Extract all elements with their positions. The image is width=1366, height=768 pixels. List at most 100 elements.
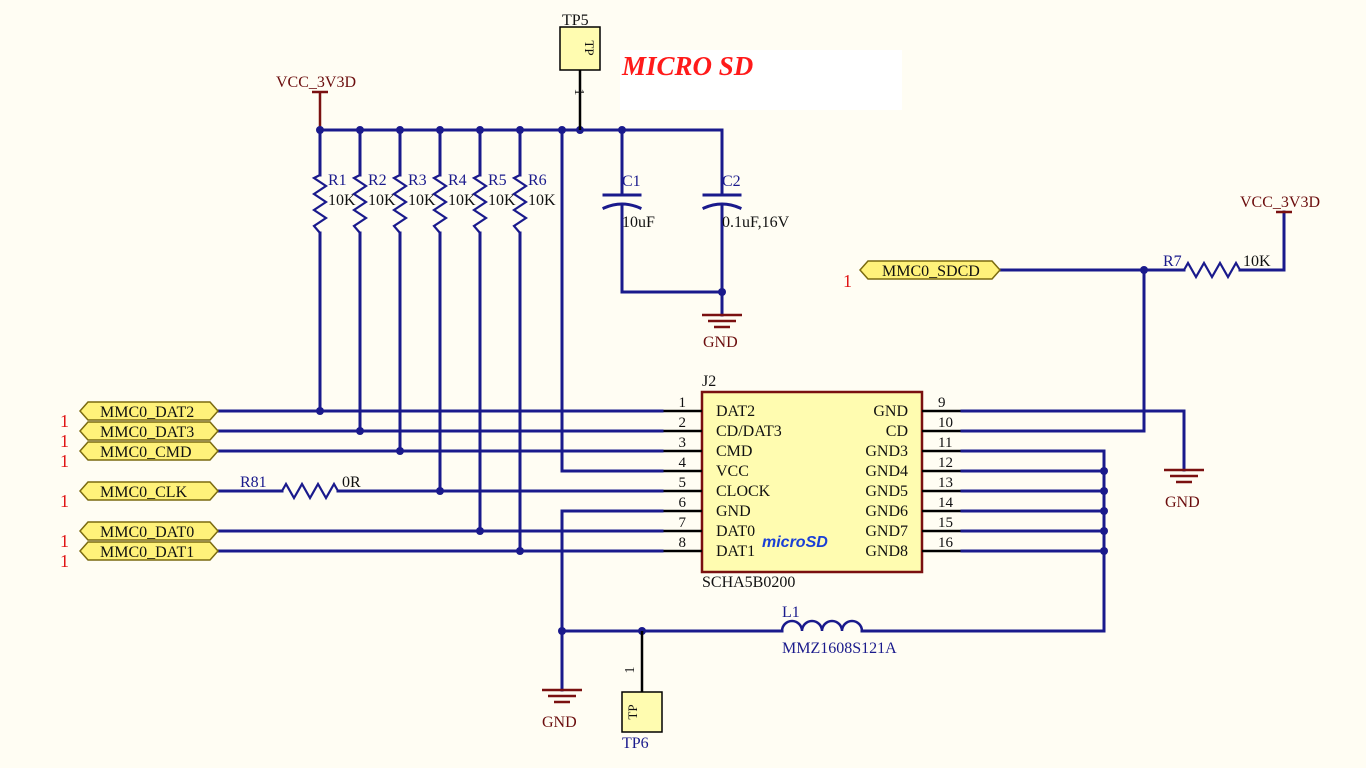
port-mmc0-dat1: MMC0_DAT1 1 <box>60 541 220 571</box>
resistor-value: 10K <box>368 192 396 209</box>
signal-wires <box>216 128 664 692</box>
pin-name: CD/DAT3 <box>716 423 782 440</box>
resistor-r81: R81 0R <box>240 474 361 501</box>
pin-number: 15 <box>938 515 953 531</box>
pin-number: 7 <box>679 515 687 531</box>
port-label: MMC0_CMD <box>100 444 192 461</box>
pin-name: GND <box>873 403 908 420</box>
gnd-symbol-caps: GND <box>702 313 742 351</box>
port-number: 1 <box>60 551 69 571</box>
port-number: 1 <box>60 411 69 431</box>
pin-name: GND <box>716 503 751 520</box>
pin-name: GND4 <box>865 463 908 480</box>
port-mmc0-dat2: MMC0_DAT2 1 <box>60 401 220 431</box>
pin-number: 4 <box>679 455 687 471</box>
pin-name: VCC <box>716 463 749 480</box>
pin-number: 10 <box>938 415 953 431</box>
title-box <box>620 50 902 110</box>
l1-ref: L1 <box>782 604 800 621</box>
resistor-value: 10K <box>408 192 436 209</box>
junction-dot <box>718 288 726 296</box>
resistor-ref: R4 <box>448 172 467 189</box>
tp5-ref: TP5 <box>562 12 589 29</box>
port-label: MMC0_DAT2 <box>100 404 194 421</box>
c1-value: 10uF <box>622 214 655 231</box>
pin-name: GND6 <box>865 503 908 520</box>
l1-value: MMZ1608S121A <box>782 640 897 657</box>
r7-value: 10K <box>1243 253 1271 270</box>
pin-name: CMD <box>716 443 752 460</box>
resistor-ref: R5 <box>488 172 507 189</box>
pin-name: DAT1 <box>716 543 755 560</box>
port-label: MMC0_DAT3 <box>100 424 194 441</box>
pin-name: CLOCK <box>716 483 771 500</box>
pin-name: DAT0 <box>716 523 755 540</box>
pin-name: DAT2 <box>716 403 755 420</box>
gnd-connector-label: GND <box>1165 494 1200 511</box>
bottom-section: L1 MMZ1608S121A TP 1 TP6 GND <box>542 604 1106 752</box>
port-number: 1 <box>60 491 69 511</box>
port-number: 1 <box>60 431 69 451</box>
port-mmc0-dat3: MMC0_DAT3 1 <box>60 421 220 451</box>
gnd-bottom-label: GND <box>542 714 577 731</box>
microsd-logo: microSD <box>762 534 828 551</box>
pin-name: GND3 <box>865 443 908 460</box>
right-wires <box>960 268 1186 633</box>
gnd-symbol-connector: GND <box>1164 468 1204 511</box>
resistor-value: 10K <box>448 192 476 209</box>
c2-ref: C2 <box>722 173 741 190</box>
pin-name: GND7 <box>865 523 908 540</box>
schematic-title: MICRO SD <box>621 51 753 81</box>
pin-number: 5 <box>679 475 687 491</box>
tp5-pin: 1 <box>571 89 586 96</box>
capacitor-c2: C2 0.1uF,16V <box>702 128 790 317</box>
pin-number: 11 <box>938 435 952 451</box>
j2-part: SCHA5B0200 <box>702 574 795 591</box>
connector-j2: J2 SCHA5B0200 microSD <box>700 373 924 591</box>
pin-name: GND5 <box>865 483 908 500</box>
pin-number: 14 <box>938 495 954 511</box>
testpoint-tp5: TP 1 TP5 <box>559 12 601 130</box>
resistor-value: 10K <box>488 192 516 209</box>
gnd-caps-label: GND <box>703 334 738 351</box>
pin-number: 9 <box>938 395 946 411</box>
port-label: MMC0_DAT0 <box>100 524 194 541</box>
pin-number: 16 <box>938 535 954 551</box>
resistor-ref: R3 <box>408 172 427 189</box>
resistor-ref: R2 <box>368 172 387 189</box>
pin-number: 8 <box>679 535 687 551</box>
c2-value: 0.1uF,16V <box>722 214 790 231</box>
tp6-body: TP <box>625 704 640 719</box>
tp5-body: TP <box>582 40 597 55</box>
pin-name: GND8 <box>865 543 908 560</box>
pin-number: 1 <box>679 395 687 411</box>
pin-name: CD <box>886 423 908 440</box>
pin-number: 12 <box>938 455 953 471</box>
port-label: MMC0_DAT1 <box>100 544 194 561</box>
pin-number: 6 <box>679 495 687 511</box>
resistor-ref: R1 <box>328 172 347 189</box>
